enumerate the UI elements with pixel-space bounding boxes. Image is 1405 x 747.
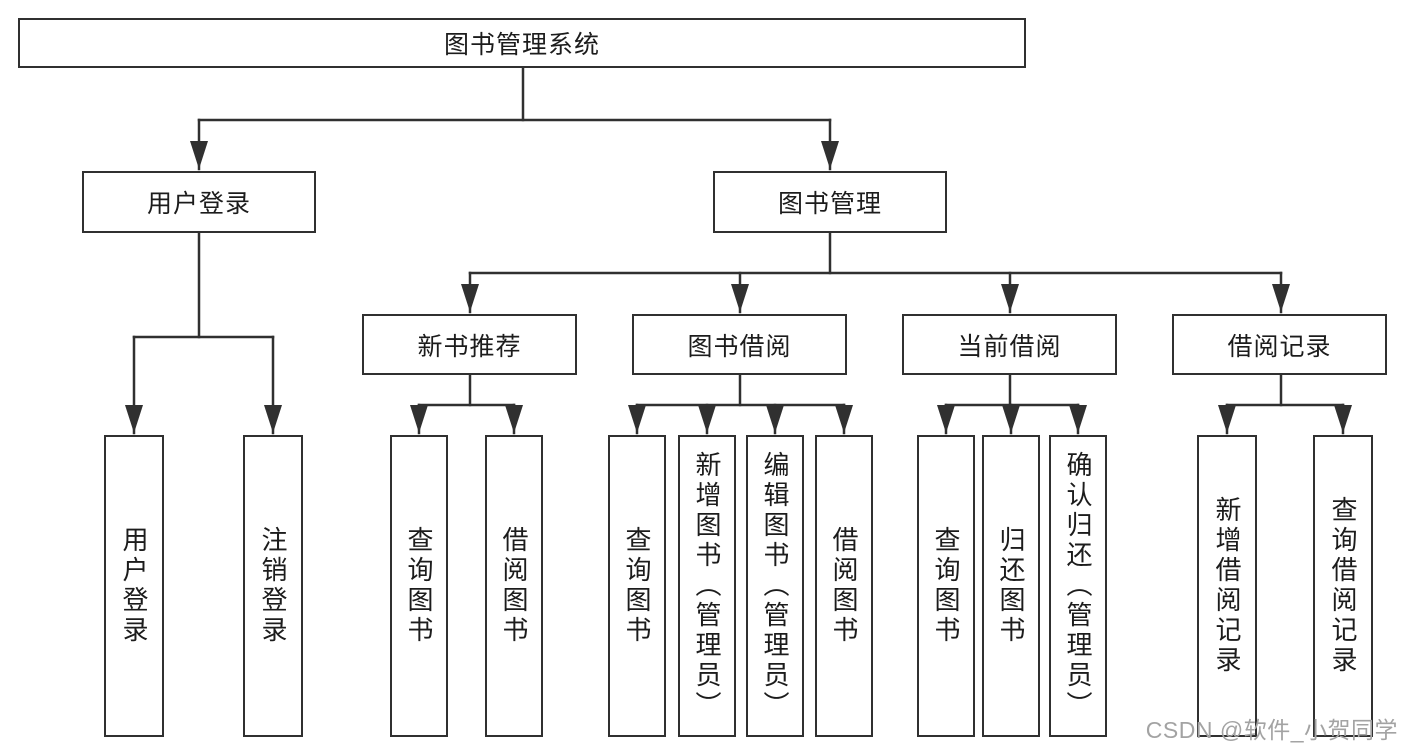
node-book-borrow: 图书借阅: [632, 314, 847, 375]
node-current-borrow-label: 当前借阅: [957, 332, 1062, 361]
leaf-records-add-record: 新增借阅记录: [1197, 435, 1257, 737]
node-new-book-recommend: 新书推荐: [362, 314, 577, 375]
leaf-current-return-books: 归还图书: [982, 435, 1040, 737]
leaf-borrow-borrow-books: 借阅图书: [815, 435, 873, 737]
node-root-system: 图书管理系统: [18, 18, 1026, 68]
node-book-management-label: 图书管理: [777, 190, 882, 218]
leaf-recommend-borrow-books: 借阅图书: [485, 435, 543, 737]
node-borrow-records-label: 借阅记录: [1227, 332, 1332, 361]
leaf-recommend-query-books-label: 查询图书: [404, 526, 434, 646]
csdn-watermark: CSDN @软件_小贺同学: [1145, 717, 1398, 743]
node-user-login: 用户登录: [82, 171, 316, 233]
leaf-borrow-edit-books-admin-label: 编辑图书（管理员）: [760, 451, 790, 721]
leaf-records-query-record: 查询借阅记录: [1313, 435, 1373, 737]
leaf-user-login: 用户登录: [104, 435, 164, 737]
leaf-current-query-books: 查询图书: [917, 435, 975, 737]
node-root-label: 图书管理系统: [443, 31, 600, 59]
leaf-current-query-books-label: 查询图书: [931, 526, 961, 646]
leaf-user-login-label: 用户登录: [119, 526, 149, 646]
leaf-borrow-edit-books-admin: 编辑图书（管理员）: [746, 435, 804, 737]
leaf-borrow-query-books-label: 查询图书: [622, 526, 652, 646]
node-new-book-recommend-label: 新书推荐: [417, 332, 522, 361]
leaf-records-query-record-label: 查询借阅记录: [1328, 496, 1358, 676]
leaf-borrow-query-books: 查询图书: [608, 435, 666, 737]
node-borrow-records: 借阅记录: [1172, 314, 1387, 375]
leaf-logout: 注销登录: [243, 435, 303, 737]
node-current-borrow: 当前借阅: [902, 314, 1117, 375]
leaf-borrow-add-books-admin-label: 新增图书（管理员）: [692, 451, 722, 721]
leaf-records-add-record-label: 新增借阅记录: [1212, 496, 1242, 676]
node-user-login-label: 用户登录: [146, 190, 251, 218]
leaf-borrow-borrow-books-label: 借阅图书: [829, 526, 859, 646]
leaf-recommend-borrow-books-label: 借阅图书: [499, 526, 529, 646]
leaf-current-return-books-label: 归还图书: [996, 526, 1026, 646]
leaf-current-confirm-return-admin: 确认归还（管理员）: [1049, 435, 1107, 737]
leaf-logout-label: 注销登录: [258, 526, 288, 646]
node-book-borrow-label: 图书借阅: [687, 332, 792, 361]
leaf-recommend-query-books: 查询图书: [390, 435, 448, 737]
leaf-current-confirm-return-admin-label: 确认归还（管理员）: [1063, 451, 1093, 721]
leaf-borrow-add-books-admin: 新增图书（管理员）: [678, 435, 736, 737]
node-book-management: 图书管理: [713, 171, 947, 233]
